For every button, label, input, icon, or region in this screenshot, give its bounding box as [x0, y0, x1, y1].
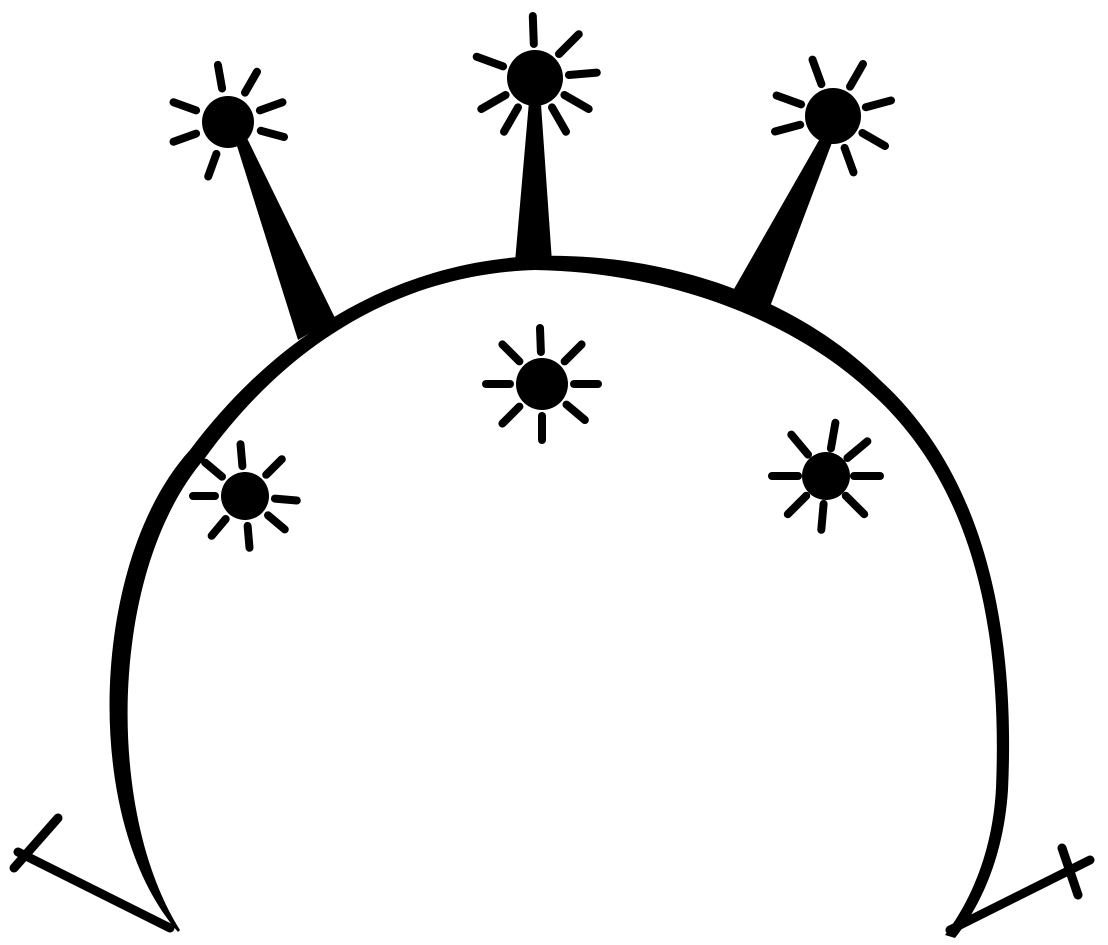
star-top-left-ray [218, 65, 222, 89]
star-top-center-ray [533, 16, 534, 44]
star-top-center-ray [569, 73, 597, 75]
star-top-left-dot [202, 96, 254, 148]
star-inner-center-ray [540, 328, 541, 352]
star-inner-left-ray [248, 526, 250, 548]
star-top-right-dot [805, 88, 861, 144]
star-inner-left-ray [241, 444, 243, 466]
star-inner-right-ray [831, 423, 836, 449]
star-inner-right-ray [821, 504, 823, 530]
star-inner-center-dot [516, 358, 568, 410]
star-inner-left-dot [221, 472, 269, 520]
star-inner-left-ray [275, 499, 297, 501]
star-top-center-dot [507, 50, 563, 106]
star-inner-right-dot [802, 452, 850, 500]
